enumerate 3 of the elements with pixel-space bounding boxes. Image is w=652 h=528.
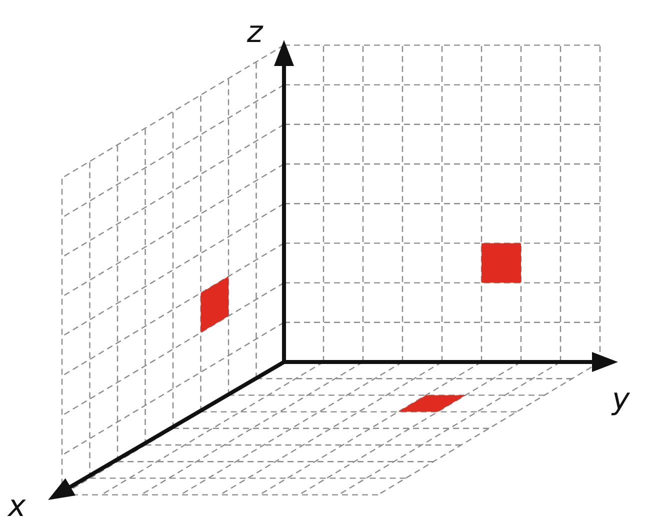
axis-label: z	[247, 18, 263, 48]
axis-label: x	[8, 492, 26, 522]
axis-label: y	[612, 385, 630, 415]
